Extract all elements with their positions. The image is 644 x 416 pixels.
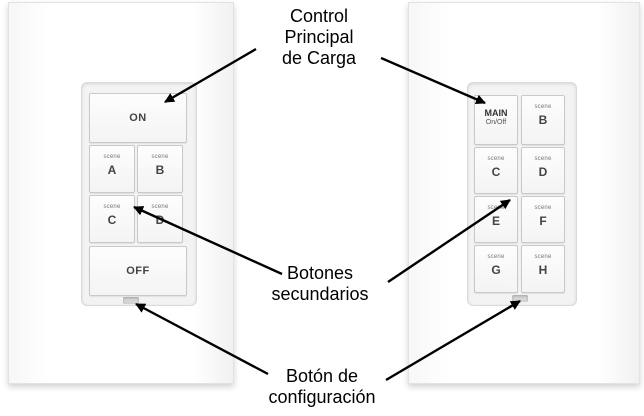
scene-label: scene: [151, 154, 169, 160]
key-letter: C: [107, 213, 117, 227]
on-button[interactable]: ON: [89, 93, 187, 143]
key-letter: B: [155, 163, 165, 177]
key-letter: H: [538, 263, 548, 277]
main-label: MAIN: [484, 108, 508, 118]
scene-label: scene: [151, 204, 169, 210]
scene-c-button-right[interactable]: scene C: [474, 147, 518, 194]
left-config-button[interactable]: [123, 297, 139, 304]
scene-a-button[interactable]: scene A: [89, 145, 135, 193]
secondary-buttons-label: Botones secundarios: [252, 263, 388, 305]
scene-b-button-right[interactable]: scene B: [521, 95, 565, 145]
scene-f-button-right[interactable]: scene F: [521, 196, 565, 243]
off-label: OFF: [126, 265, 150, 277]
main-onoff-button[interactable]: MAIN On/Off: [474, 95, 518, 145]
right-config-button[interactable]: [512, 295, 528, 302]
on-label: ON: [129, 112, 147, 124]
label-line: secundarios: [271, 284, 369, 304]
key-letter: C: [491, 165, 501, 179]
main-sub-label: On/Off: [485, 119, 507, 126]
key-letter: F: [539, 214, 547, 228]
scene-c-button[interactable]: scene C: [89, 195, 135, 243]
scene-label: scene: [487, 156, 505, 162]
label-line: Botones: [286, 263, 354, 283]
scene-label: scene: [534, 205, 552, 211]
label-line: Principal: [284, 27, 354, 47]
arrow-secondary-right: [387, 199, 511, 283]
off-button[interactable]: OFF: [89, 246, 187, 296]
config-button-label: Botón de configuración: [244, 366, 400, 408]
arrow-config-left: [135, 302, 269, 376]
scene-label: scene: [475, 205, 517, 211]
arrow-secondary-left: [133, 205, 283, 276]
scene-label: scene: [534, 254, 552, 260]
scene-label: scene: [487, 254, 505, 260]
label-line: Botón de: [285, 366, 359, 386]
key-letter: G: [491, 263, 501, 277]
label-line: de Carga: [281, 48, 357, 68]
scene-h-button-right[interactable]: scene H: [521, 245, 565, 293]
scene-b-button[interactable]: scene B: [137, 145, 183, 193]
label-line: Control: [289, 6, 349, 26]
scene-label: scene: [534, 104, 552, 110]
key-letter: A: [107, 163, 117, 177]
key-letter: B: [538, 113, 548, 127]
scene-d-button-right[interactable]: scene D: [521, 147, 565, 194]
arrow-config-right: [385, 299, 521, 382]
key-letter: E: [491, 214, 500, 228]
key-letter: D: [538, 165, 548, 179]
scene-label: scene: [534, 156, 552, 162]
scene-label: scene: [103, 204, 121, 210]
main-control-label: Control Principal de Carga: [248, 6, 390, 69]
label-line: configuración: [268, 387, 376, 407]
arrow-main-left: [164, 47, 257, 104]
scene-g-button-right[interactable]: scene G: [474, 245, 518, 293]
arrow-main-right: [380, 56, 486, 105]
scene-label: scene: [103, 154, 121, 160]
